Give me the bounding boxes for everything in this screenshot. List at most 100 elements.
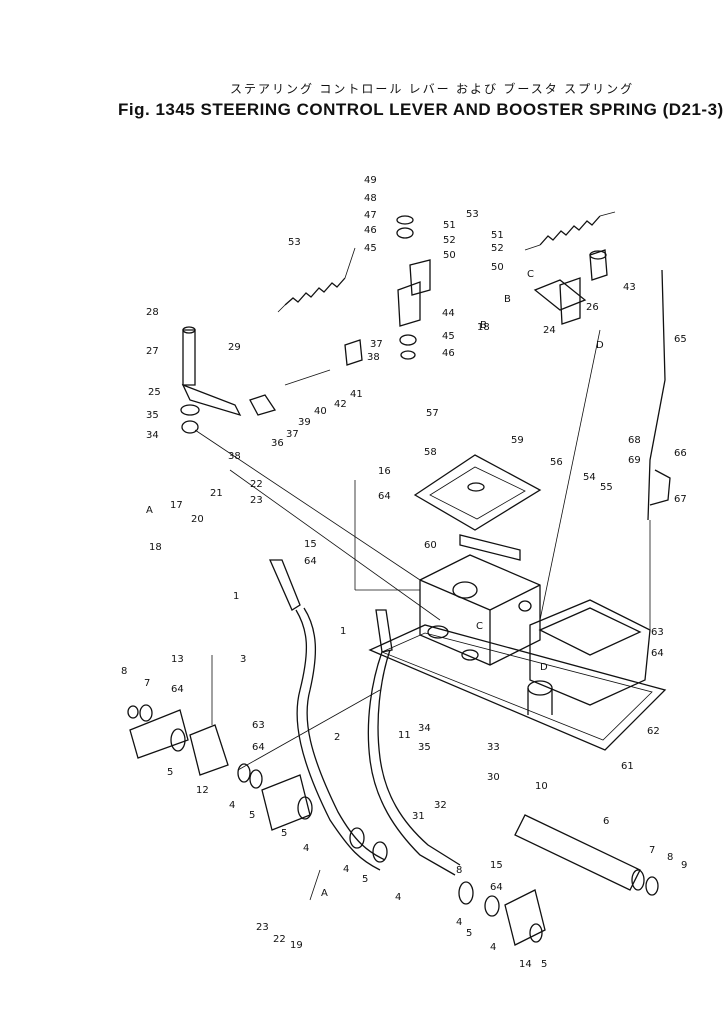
callout-number: 28 <box>146 307 159 318</box>
callout-number: 64 <box>252 742 265 753</box>
callout-number: 27 <box>146 346 159 357</box>
callout-number: 64 <box>304 556 317 567</box>
callout-number: 29 <box>228 342 241 353</box>
callout-number: 5 <box>249 810 255 821</box>
callout-number: 51 <box>491 230 504 241</box>
callout-number: 64 <box>651 648 664 659</box>
callout-number: 49 <box>364 175 377 186</box>
callout-number: 6 <box>603 816 609 827</box>
callout-number: 4 <box>490 942 496 953</box>
callout-number: 64 <box>171 684 184 695</box>
callout-number: 66 <box>674 448 687 459</box>
callout-number: 15 <box>490 860 503 871</box>
callout-number: 14 <box>519 959 532 970</box>
callout-number: 2 <box>334 732 340 743</box>
callout-number: 37 <box>370 339 383 350</box>
callout-number: 65 <box>674 334 687 345</box>
callout-number: 22 <box>273 934 286 945</box>
callout-number: 56 <box>550 457 563 468</box>
callout-number: 4 <box>456 917 462 928</box>
callout-number: 68 <box>628 435 641 446</box>
callout-number: 54 <box>583 472 596 483</box>
callout-number: 4 <box>303 843 309 854</box>
callout-number: 37 <box>286 429 299 440</box>
callout-number: 61 <box>621 761 634 772</box>
callout-number: 58 <box>424 447 437 458</box>
callout-number: 34 <box>418 723 431 734</box>
upper-left-linkage <box>180 326 363 434</box>
callout-number: 8 <box>667 852 673 863</box>
callout-number: 17 <box>170 500 183 511</box>
callout-number: 45 <box>442 331 455 342</box>
callout-number: 4 <box>229 800 235 811</box>
steering-lever-center <box>367 609 461 876</box>
callout-number: 4 <box>395 892 401 903</box>
callout-number: 8 <box>121 666 127 677</box>
callout-number: 44 <box>442 308 455 319</box>
upper-center-bracket <box>396 215 431 360</box>
connection-point-label: D <box>596 340 604 351</box>
callout-number: 3 <box>240 654 246 665</box>
callout-number: 57 <box>426 408 439 419</box>
callout-number: 46 <box>442 348 455 359</box>
callout-number: 63 <box>651 627 664 638</box>
callout-number: 22 <box>250 479 263 490</box>
upper-right-bracket <box>533 249 608 325</box>
callout-number: 64 <box>378 491 391 502</box>
callout-number: 52 <box>443 235 456 246</box>
connection-point-label: D <box>540 662 548 673</box>
callout-number: 41 <box>350 389 363 400</box>
callout-number: 59 <box>511 435 524 446</box>
callout-number: 63 <box>252 720 265 731</box>
callout-number: 51 <box>443 220 456 231</box>
callout-number: 5 <box>466 928 472 939</box>
callout-number: 38 <box>228 451 241 462</box>
callout-number: 19 <box>290 940 303 951</box>
figure-title: Fig. 1345 STEERING CONTROL LEVER AND BOO… <box>118 100 724 119</box>
callout-number: 24 <box>543 325 556 336</box>
callout-number: 67 <box>674 494 687 505</box>
callout-number: 20 <box>191 514 204 525</box>
callout-number: 55 <box>600 482 613 493</box>
callout-number: 46 <box>364 225 377 236</box>
callout-number: 5 <box>541 959 547 970</box>
callout-number: 35 <box>418 742 431 753</box>
callout-number: 36 <box>271 438 284 449</box>
callout-number: 15 <box>304 539 317 550</box>
left-shaft-assembly <box>127 655 388 863</box>
callout-number: 52 <box>491 243 504 254</box>
callout-number: 8 <box>456 865 462 876</box>
callout-number: 9 <box>681 860 687 871</box>
callout-number: 34 <box>146 430 159 441</box>
figure-subtitle-jp: ステアリング コントロール レバー および ブースタ スプリング <box>230 82 635 96</box>
callout-number: 31 <box>412 811 425 822</box>
callout-number: 42 <box>334 399 347 410</box>
callout-number: 40 <box>314 406 327 417</box>
booster-spring-right <box>524 211 616 251</box>
callout-number: 38 <box>367 352 380 363</box>
callout-number: 21 <box>210 488 223 499</box>
cover-plate <box>413 454 542 561</box>
steering-lever-left <box>269 559 386 871</box>
callout-number: 69 <box>628 455 641 466</box>
callout-number: 23 <box>250 495 263 506</box>
callout-number: 5 <box>362 874 368 885</box>
callout-number: 7 <box>649 845 655 856</box>
callout-number: 26 <box>586 302 599 313</box>
booster-spring-left <box>277 247 356 313</box>
connection-point-label: A <box>146 505 153 516</box>
callout-number: 16 <box>378 466 391 477</box>
callout-number: 50 <box>443 250 456 261</box>
callout-number: 4 <box>343 864 349 875</box>
connection-point-label: B <box>504 294 511 305</box>
callout-number: 48 <box>364 193 377 204</box>
callout-number: 32 <box>434 800 447 811</box>
callout-number: 64 <box>490 882 503 893</box>
control-box-housing <box>368 554 667 751</box>
right-shaft-assembly <box>458 814 659 946</box>
callout-number: 53 <box>466 209 479 220</box>
callout-number: 10 <box>535 781 548 792</box>
callout-number: 60 <box>424 540 437 551</box>
